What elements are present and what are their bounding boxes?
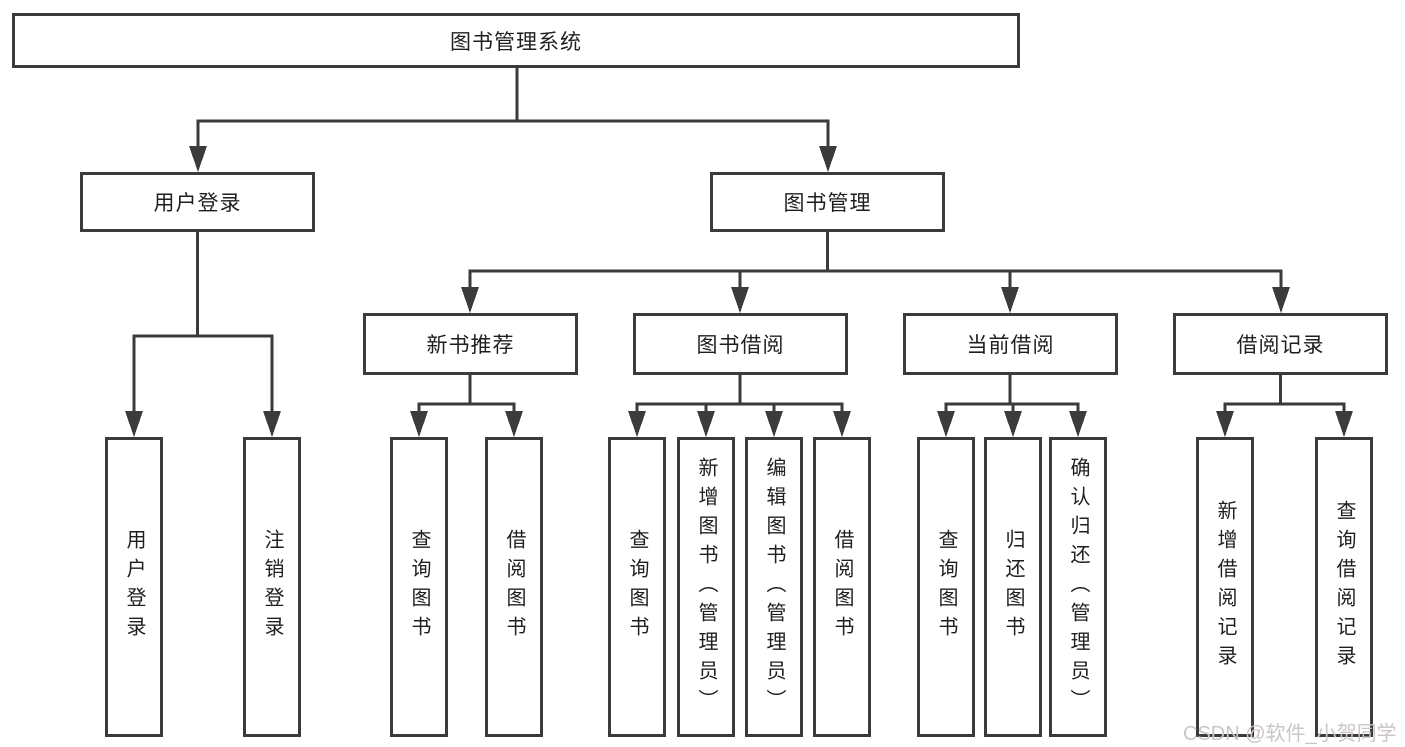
leaf-query-books-borrow: 查询图书	[608, 437, 666, 737]
arrowheads-book-borrow-children	[628, 411, 851, 437]
csdn-watermark: CSDN @软件_小贺同学	[1183, 723, 1397, 745]
node-label: 借阅记录	[1236, 334, 1325, 357]
connector-user-login-children	[132, 232, 274, 415]
node-label: 借阅图书	[503, 529, 525, 645]
arrowheads-book-management-children	[461, 287, 1290, 313]
node-label: 新书推荐	[426, 334, 515, 357]
node-label: 当前借阅	[966, 334, 1055, 357]
leaf-confirm-return-admin: 确认归还（管理员）	[1049, 437, 1107, 737]
node-label: 查询图书	[408, 529, 430, 645]
arrowheads-user-login-children	[125, 411, 281, 437]
leaf-edit-book-admin: 编辑图书（管理员）	[745, 437, 803, 737]
leaf-query-books-recommend: 查询图书	[390, 437, 448, 737]
node-label: 查询图书	[935, 529, 957, 645]
node-borrow-records: 借阅记录	[1173, 313, 1388, 375]
node-book-borrow: 图书借阅	[633, 313, 848, 375]
node-label: 查询借阅记录	[1333, 500, 1355, 674]
node-label: 图书管理	[783, 192, 872, 215]
leaf-query-borrow-record: 查询借阅记录	[1315, 437, 1373, 737]
arrowheads-current-borrow-children	[937, 411, 1087, 437]
leaf-add-borrow-record: 新增借阅记录	[1196, 437, 1254, 737]
connector-book-borrow-children	[635, 375, 844, 415]
node-new-book-recommend: 新书推荐	[363, 313, 578, 375]
node-label: 注销登录	[261, 529, 283, 645]
leaf-borrow-books-recommend: 借阅图书	[485, 437, 543, 737]
arrowheads-borrow-records-children	[1216, 411, 1353, 437]
arrowheads-new-book-recommend-children	[410, 411, 523, 437]
connector-new-book-recommend-children	[417, 375, 516, 415]
node-label: 归还图书	[1002, 529, 1024, 645]
node-label: 用户登录	[123, 529, 145, 645]
node-book-management: 图书管理	[710, 172, 945, 232]
node-label: 新增图书（管理员）	[695, 456, 717, 718]
leaf-logout: 注销登录	[243, 437, 301, 737]
leaf-query-books-current: 查询图书	[917, 437, 975, 737]
node-label: 编辑图书（管理员）	[763, 456, 785, 718]
node-current-borrow: 当前借阅	[903, 313, 1118, 375]
leaf-return-book: 归还图书	[984, 437, 1042, 737]
leaf-borrow-books: 借阅图书	[813, 437, 871, 737]
leaf-user-login: 用户登录	[105, 437, 163, 737]
node-label: 用户登录	[153, 192, 242, 215]
node-label: 查询图书	[626, 529, 648, 645]
node-book-management-system: 图书管理系统	[12, 13, 1020, 68]
connector-root-to-level2	[196, 68, 830, 150]
connector-book-management-children	[468, 232, 1283, 291]
connector-current-borrow-children	[944, 375, 1080, 415]
node-label: 图书借阅	[696, 334, 785, 357]
node-user-login: 用户登录	[80, 172, 315, 232]
leaf-add-book-admin: 新增图书（管理员）	[677, 437, 735, 737]
node-label: 确认归还（管理员）	[1067, 456, 1089, 718]
node-label: 图书管理系统	[450, 30, 582, 54]
connector-borrow-records-children	[1223, 375, 1346, 415]
arrowheads-root-to-level2	[189, 146, 837, 172]
node-label: 借阅图书	[831, 529, 853, 645]
node-label: 新增借阅记录	[1214, 500, 1236, 674]
